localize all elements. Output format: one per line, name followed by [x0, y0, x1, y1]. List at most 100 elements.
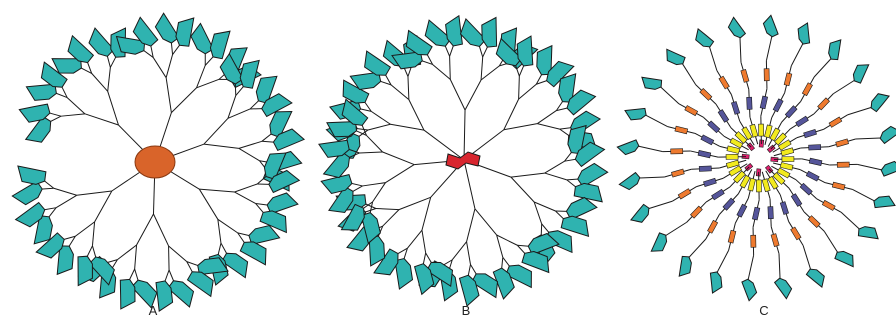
chain-segment [806, 171, 819, 181]
branch-line [137, 214, 154, 245]
branch-line [363, 183, 386, 186]
branch-line [153, 57, 166, 77]
branch-line [92, 73, 108, 91]
branch-line [504, 124, 537, 130]
terminal-group [625, 108, 646, 120]
terminal-group [742, 279, 757, 301]
branch-line [467, 209, 475, 242]
terminal-group [696, 29, 714, 47]
chain-line [635, 146, 662, 152]
branch-line [108, 91, 119, 125]
branch-line [92, 222, 94, 246]
branch-line [537, 111, 556, 124]
chain-segment [785, 106, 797, 118]
chain-line [646, 201, 673, 209]
chain-segment [726, 154, 738, 159]
branch-line [497, 235, 518, 245]
chain-segment [731, 101, 739, 114]
branch-line [169, 246, 170, 270]
terminal-group [881, 161, 896, 176]
chain-segment [718, 110, 729, 123]
branch-line [511, 177, 534, 202]
chain-segment [685, 106, 698, 116]
branch-line [204, 118, 228, 144]
branch-line [511, 173, 545, 177]
branch-line [464, 110, 465, 160]
terminal-group [880, 126, 896, 143]
chain-segment [796, 116, 809, 127]
chain-line [716, 250, 729, 275]
branch-line [409, 100, 424, 130]
branch-line [465, 80, 481, 110]
terminal-group [829, 40, 841, 60]
branch-line [135, 245, 137, 269]
branch-line [519, 84, 537, 99]
branch-line [399, 197, 431, 209]
branch-line [481, 66, 499, 80]
chain-segment [837, 162, 849, 167]
chain-segment [737, 204, 747, 217]
chain-line [841, 212, 862, 231]
chain-segment [675, 126, 688, 134]
chain-segment [719, 76, 729, 89]
branch-line [422, 197, 431, 230]
branch-line [153, 214, 168, 246]
branch-line [235, 192, 256, 204]
branch-line [77, 191, 112, 195]
branch-line [204, 144, 239, 148]
branch-line [424, 130, 464, 160]
chain-segment [800, 183, 812, 195]
terminal-group [12, 181, 42, 204]
chain-line [766, 33, 772, 60]
terminal-group [578, 164, 608, 187]
panel-a-label: A [149, 303, 158, 318]
chain-segment [701, 135, 714, 145]
chain-line [856, 138, 884, 139]
branch-line [75, 222, 94, 236]
branch-line [166, 55, 172, 78]
terminal-group [89, 28, 114, 56]
terminal-group [775, 278, 792, 299]
branch-line [481, 57, 483, 80]
terminal-group [667, 49, 685, 64]
branch-line [407, 230, 422, 248]
branch-line [383, 210, 399, 226]
chain-segment [708, 220, 718, 233]
chain-segment [773, 99, 783, 112]
terminal-group [631, 204, 649, 222]
branch-line [235, 184, 258, 192]
chain-line [643, 114, 668, 127]
branch-line [385, 165, 414, 183]
core-ellipse [135, 146, 175, 178]
chain-segment [818, 98, 830, 110]
terminal-group [679, 256, 691, 276]
chain-line [857, 164, 884, 170]
branch-line [171, 88, 196, 113]
chain-segment [808, 216, 820, 228]
branch-line [390, 124, 424, 130]
branch-line [166, 78, 171, 113]
terminal-group [710, 272, 722, 293]
terminal-group [191, 23, 213, 53]
panel-c-label: C [759, 303, 768, 318]
chain-segment [699, 166, 711, 171]
terminal-group [210, 31, 230, 59]
terminal-group [155, 13, 179, 43]
branch-line [366, 135, 382, 152]
branch-line [360, 152, 383, 153]
chain-segment [751, 235, 756, 247]
branch-line [504, 99, 519, 130]
chain-segment [780, 202, 788, 215]
chain-segment [836, 139, 849, 147]
branch-line [433, 64, 451, 79]
chain-segment [832, 182, 845, 190]
chain-segment [728, 230, 736, 243]
chain-line [636, 177, 664, 178]
chain-segment [822, 200, 835, 210]
branch-line [450, 56, 451, 79]
core-bowtie [446, 152, 480, 169]
chain-segment [756, 180, 761, 192]
branch-line [545, 173, 567, 180]
branch-line [376, 209, 399, 210]
